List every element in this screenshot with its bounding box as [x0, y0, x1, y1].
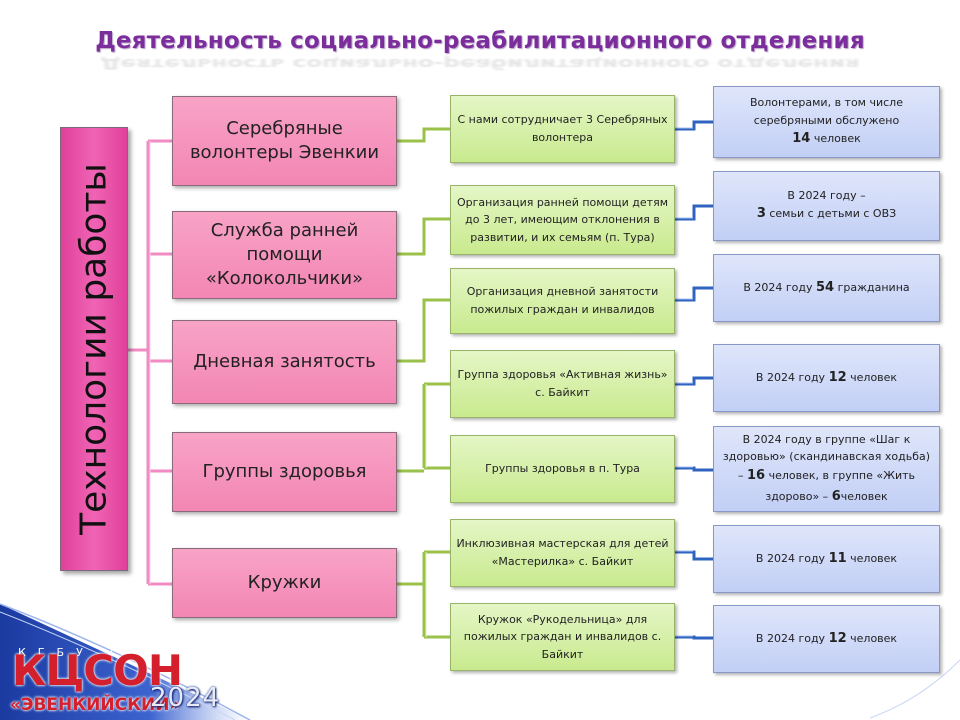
category-day-activity: Дневная занятость [172, 320, 397, 404]
logo-org-type: КГБУ СО [18, 646, 151, 659]
activity-text: С нами сотрудничает 3 Серебряных волонте… [457, 113, 668, 144]
result-number: 3 [756, 206, 766, 222]
result-box: В 2024 году – 3 семьи с детьми с ОВЗ [713, 171, 940, 241]
activity-text: Кружок «Рукодельница» для пожилых гражда… [463, 612, 662, 661]
activity-box: Кружок «Рукодельница» для пожилых гражда… [450, 603, 675, 671]
result-number: 12 [828, 630, 847, 646]
result-number: 54 [816, 279, 835, 295]
pink-connectors [128, 139, 172, 586]
category-clubs: Кружки [172, 548, 397, 618]
result-text: гражданина [834, 280, 910, 294]
result-text: Волонтерами, в том числе серебряными обс… [750, 96, 903, 127]
activity-text: Инклюзивная мастерская для детей «Мастер… [456, 537, 669, 568]
logo-year: 2024 [150, 683, 221, 713]
green-connectors [397, 127, 450, 639]
corner-line [869, 659, 960, 719]
result-text: человек [810, 132, 861, 146]
category-silver-volunteers: Серебряные волонтеры Эвенкии [172, 96, 397, 186]
activity-box: Инклюзивная мастерская для детей «Мастер… [450, 519, 675, 587]
result-text: человек [840, 489, 888, 503]
logo-subtitle: «ЭВЕНКИЙСКИЙ» [10, 695, 181, 715]
category-early-help: Служба ранней помощи «Колокольчики» [172, 211, 397, 299]
result-text: человек [846, 551, 898, 565]
category-label: Серебряные волонтеры Эвенкии [189, 117, 380, 163]
activity-text: Группа здоровья «Активная жизнь» с. Байк… [457, 368, 668, 399]
result-box: В 2024 году 54 гражданина [713, 254, 940, 322]
activity-box: Организация ранней помощи детям до 3 лет… [450, 185, 675, 255]
result-text: В 2024 году [755, 551, 829, 565]
root-label: Технологии работы [73, 163, 115, 535]
result-text: В 2024 году – [787, 188, 866, 202]
result-text: человек [846, 631, 898, 645]
category-label: Кружки [247, 571, 322, 593]
result-box: В 2024 году 12 человек [713, 605, 940, 673]
result-box: Волонтерами, в том числе серебряными обс… [713, 86, 940, 158]
title-reflection: Деятельность социально-реабилитационного… [100, 55, 860, 71]
result-number: 11 [828, 550, 847, 566]
result-box: В 2024 году 12 человек [713, 344, 940, 412]
result-number: 12 [828, 369, 847, 385]
activity-text: Организация ранней помощи детям до 3 лет… [456, 195, 668, 244]
result-number: 6 [831, 488, 841, 504]
category-label: Служба ранней помощи «Колокольчики» [205, 219, 364, 290]
result-number: 14 [792, 131, 811, 147]
result-text: В 2024 году [743, 280, 817, 294]
activity-text: Группы здоровья в п. Тура [485, 462, 640, 476]
activity-box: Группы здоровья в п. Тура [450, 435, 675, 503]
blue-band [0, 604, 250, 720]
logo: КЦСОН [12, 646, 183, 695]
result-text: человек, в группе «Жить здорово» – [765, 468, 916, 503]
activity-box: Организация дневной занятости пожилых гр… [450, 268, 675, 334]
activity-box: Группа здоровья «Активная жизнь» с. Байк… [450, 350, 675, 418]
result-text: человек [846, 370, 898, 384]
activity-text: Организация дневной занятости пожилых гр… [466, 285, 659, 316]
result-text: В 2024 году [755, 370, 829, 384]
category-label: Группы здоровья [202, 460, 367, 482]
result-box: В 2024 году в группе «Шаг к здоровью» (с… [713, 426, 940, 512]
blue-connectors [675, 120, 713, 640]
category-label: Дневная занятость [193, 350, 376, 372]
result-number: 16 [746, 467, 766, 483]
band-line [0, 611, 236, 720]
activity-box: С нами сотрудничает 3 Серебряных волонте… [450, 95, 675, 163]
result-text: семьи с детьми с ОВЗ [765, 207, 897, 221]
page-title: Деятельность социально-реабилитационного… [95, 28, 865, 54]
root-node: Технологии работы [60, 127, 128, 571]
result-text: В 2024 году в группе «Шаг к здоровью» (с… [722, 432, 931, 482]
band-line [0, 603, 251, 720]
result-text: В 2024 году [755, 631, 829, 645]
category-health-groups: Группы здоровья [172, 432, 397, 512]
result-box: В 2024 году 11 человек [713, 525, 940, 593]
